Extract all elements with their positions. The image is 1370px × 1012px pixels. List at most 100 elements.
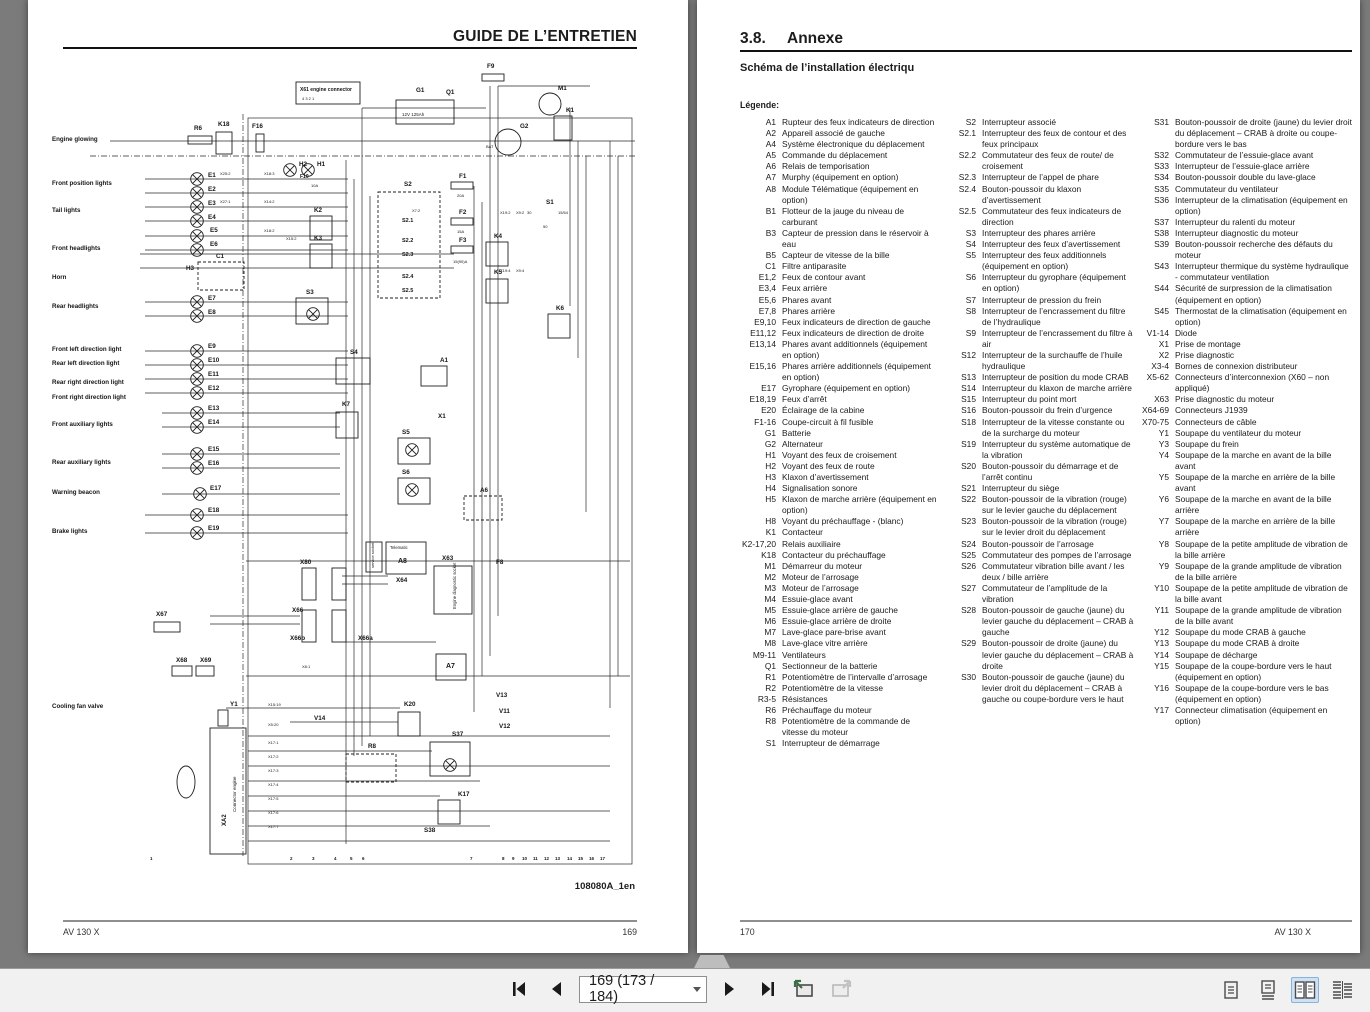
legend-code: S3 <box>965 227 976 238</box>
legend-description: Commutateur des feux de route/ de croise… <box>982 150 1114 172</box>
legend-description: Interrupteur des feux d’avertissement <box>982 239 1121 250</box>
legend-code: E18,19 <box>749 394 776 405</box>
legend-description: Phares arrière <box>782 305 836 316</box>
schematic-label: E8 <box>208 309 216 316</box>
schematic-label: S5 <box>402 429 410 436</box>
legend-description: Interrupteur du système automatique de l… <box>982 438 1131 460</box>
schematic-label: E15 <box>208 446 220 453</box>
diagram-side-label: Front headlights <box>52 245 101 252</box>
legend-code: M7 <box>764 627 776 638</box>
legend-description: Interrupteur des feux de contour et des … <box>982 128 1127 150</box>
schematic-label: X7:2 <box>412 208 421 213</box>
previous-page-button[interactable] <box>542 974 570 1004</box>
schematic-label: 15A <box>457 229 464 234</box>
schematic-label: E5 <box>210 227 218 234</box>
legend-description: Interrupteur de position du mode CRAB <box>982 372 1129 383</box>
lamp-symbol <box>190 344 204 358</box>
legend-description: Interrupteur diagnostic du moteur <box>1175 227 1299 238</box>
schematic-label: A7 <box>446 663 455 670</box>
section-title: Annexe <box>787 30 843 47</box>
page-number-combobox[interactable]: 169 (173 / 184) <box>579 973 707 1005</box>
next-page-button[interactable] <box>716 974 744 1004</box>
toolbar-collapse-handle[interactable] <box>694 955 730 968</box>
legend-description: Flotteur de la jauge du niveau de carbur… <box>782 205 904 227</box>
legend-code: S16 <box>961 405 976 416</box>
schematic-label: X17:5 <box>268 796 279 801</box>
layout-facing-button[interactable] <box>1291 977 1319 1003</box>
legend-description: Interrupteur du klaxon de marche arrière <box>982 383 1132 394</box>
legend-code: Y10 <box>1154 582 1169 593</box>
legend-code: M6 <box>764 616 776 627</box>
legend-code: E20 <box>761 405 776 416</box>
layout-continuous-button[interactable] <box>1254 977 1282 1003</box>
schematic-label: X61 engine connector <box>300 87 352 93</box>
legend-description: Feux indicateurs de direction de droite <box>782 327 924 338</box>
legend-code: X1 <box>1158 338 1169 349</box>
legend-code: Y6 <box>1158 494 1169 505</box>
previous-view-button[interactable] <box>790 974 818 1004</box>
legend-code: E1,2 <box>758 272 776 283</box>
legend-description: Soupape du mode CRAB à gauche <box>1175 627 1306 638</box>
legend-description: Interrupteur du siège <box>982 483 1060 494</box>
next-view-button[interactable] <box>827 974 855 1004</box>
page-title: GUIDE DE L’ENTRETIEN <box>453 28 637 45</box>
layout-continuous-facing-button[interactable] <box>1328 977 1356 1003</box>
legend-code: Q1 <box>764 660 776 671</box>
legend-description: Coupe-circuit à fil fusible <box>782 416 874 427</box>
legend-description: Appareil associé de gauche <box>782 128 885 139</box>
last-page-button[interactable] <box>753 974 781 1004</box>
legend-code: S31 <box>1154 117 1169 127</box>
lamp-symbol <box>190 447 204 461</box>
legend-code: A1 <box>765 117 776 127</box>
first-page-button[interactable] <box>505 974 533 1004</box>
legend-description: Murphy (équipement en option) <box>782 172 899 183</box>
schematic-label: G2 <box>520 123 529 130</box>
legend-description: Système électronique du déplacement <box>782 139 925 150</box>
legend-description: Feux d’arrêt <box>782 394 827 405</box>
schematic-label: C1 <box>216 253 225 260</box>
legend-code: S22 <box>961 494 976 505</box>
schematic-label: X64 <box>396 577 408 584</box>
lamp-symbol <box>190 172 204 186</box>
legend-code: Y15 <box>1154 660 1169 671</box>
schematic-label: X68 <box>176 657 188 664</box>
legend-code: S28 <box>961 605 976 616</box>
schematic-wires <box>90 85 635 865</box>
legend-description: Diode <box>1175 327 1197 338</box>
schematic-label: 15/54 <box>558 210 569 215</box>
schematic-label: G1 <box>416 87 425 94</box>
legend-description: Phares arrière additionnels (équipement … <box>782 361 931 383</box>
diagram-side-label: Front auxiliary lights <box>52 421 113 428</box>
schematic-label: K2 <box>314 207 323 214</box>
legend-description: Soupape de décharge <box>1175 649 1258 660</box>
schematic-label: 17 <box>600 856 606 861</box>
lamp-symbol <box>190 372 204 386</box>
legend-code: S2.3 <box>958 172 976 183</box>
schematic-label: S38 <box>424 827 436 834</box>
diagram-side-label: Horn <box>52 274 67 281</box>
next-view-icon <box>832 979 852 997</box>
legend-code: M5 <box>764 605 776 616</box>
schematic-label: E14 <box>208 419 220 426</box>
schematic-label: V13 <box>496 692 508 699</box>
layout-single-page-button[interactable] <box>1217 977 1245 1003</box>
schematic-label: S2.2 <box>402 238 413 244</box>
